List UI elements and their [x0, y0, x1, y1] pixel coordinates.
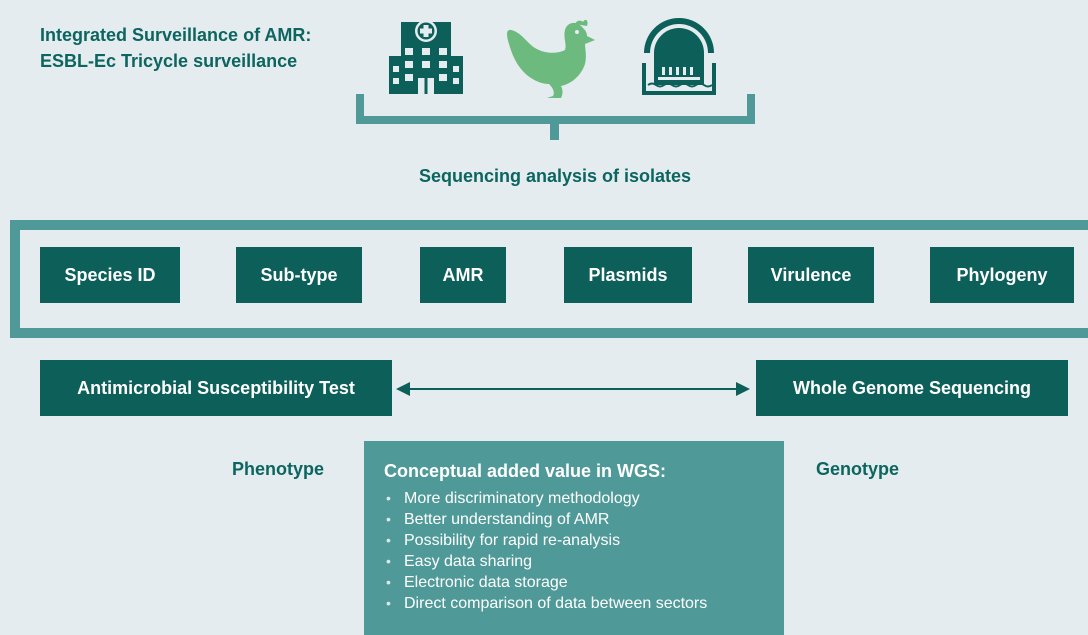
bullet: •: [386, 532, 391, 548]
list-item-text: More discriminatory methodology: [404, 490, 640, 507]
category-sub-type: Sub-type: [236, 247, 362, 303]
bullet: •: [386, 553, 391, 569]
wgs-box: Whole Genome Sequencing: [756, 360, 1068, 416]
bullet: •: [386, 574, 391, 590]
title-line-2: ESBL-Ec Tricycle surveillance: [40, 51, 298, 71]
category-amr: AMR: [420, 247, 506, 303]
sequencing-label: Sequencing analysis of isolates: [418, 166, 692, 186]
list-item-text: Better understanding of AMR: [404, 511, 610, 528]
hospital-icon: [389, 20, 463, 94]
genotype-label: Genotype: [816, 459, 900, 479]
list-item: • More discriminatory methodology: [384, 488, 764, 509]
panel-title: Conceptual added value in WGS:: [384, 461, 667, 481]
category-plasmids: Plasmids: [564, 247, 692, 303]
category-virulence: Virulence: [748, 247, 874, 303]
analysis-frame: [10, 220, 1088, 338]
list-item-text: Possibility for rapid re-analysis: [404, 532, 621, 549]
page-title: Integrated Surveillance of AMR: ESBL-Ec …: [40, 22, 311, 74]
list-item: • Possibility for rapid re-analysis: [384, 530, 764, 551]
bullet: •: [386, 595, 391, 611]
list-item: • Direct comparison of data between secto…: [384, 593, 764, 614]
list-item: • Easy data sharing: [384, 551, 764, 572]
value-list: • More discriminatory methodology • Better…: [384, 488, 764, 614]
ast-box: Antimicrobial Susceptibility Test: [40, 360, 392, 416]
double-arrow: [396, 382, 750, 396]
list-item-text: Electronic data storage: [404, 574, 568, 591]
list-item-text: Easy data sharing: [404, 553, 533, 570]
chicken-icon: [507, 19, 595, 98]
title-line-1: Integrated Surveillance of AMR:: [40, 25, 312, 45]
category-species-id: Species ID: [40, 247, 180, 303]
bullet: •: [386, 490, 391, 506]
list-item: • Better understanding of AMR: [384, 509, 764, 530]
category-phylogeny: Phylogeny: [930, 247, 1074, 303]
bullet: •: [386, 511, 391, 527]
water-treatment-icon: [642, 18, 716, 95]
list-item-text: Direct comparison of data between sector…: [404, 595, 708, 612]
wgs-value-panel: Conceptual added value in WGS: • More dis…: [364, 441, 784, 635]
grouping-bracket: [356, 94, 755, 140]
phenotype-label: Phenotype: [232, 459, 325, 479]
list-item: • Electronic data storage: [384, 572, 764, 593]
